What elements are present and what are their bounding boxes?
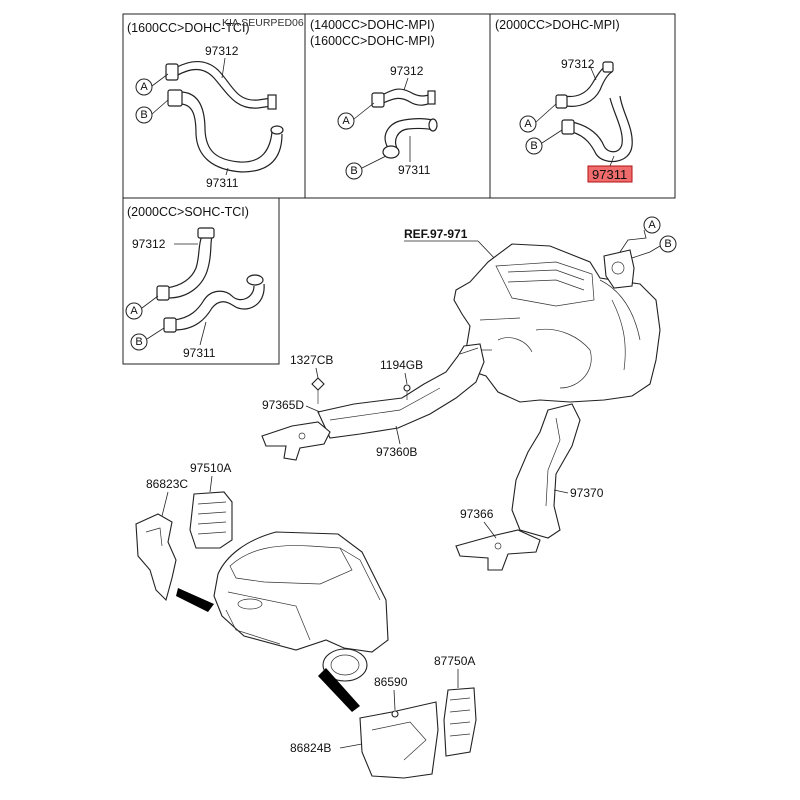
connector-a-icon <box>135 78 153 96</box>
connector-b-icon <box>345 162 363 180</box>
clamp-icon <box>156 285 170 301</box>
hose-end-icon <box>267 94 277 110</box>
connector-b-label: B <box>530 140 537 152</box>
connector-b-label: B <box>664 238 671 250</box>
rear-duct-left: 1327CB 1194GB 97365D 97360B <box>261 343 485 461</box>
part-number-label: 97311 <box>206 176 239 190</box>
connector-a-label: A <box>342 115 350 127</box>
hose-end-icon <box>246 274 264 286</box>
highlighted-part-number[interactable]: 97311 <box>592 167 627 182</box>
hose-end-icon <box>197 227 215 239</box>
part-number-label: 97311 <box>183 346 216 360</box>
part-number-label: 1327CB <box>290 353 333 367</box>
part-number-label: 86824B <box>290 741 331 755</box>
part-number-label: 97365D <box>262 398 304 412</box>
hose-end-icon <box>427 90 436 105</box>
hose-end-icon <box>602 61 614 73</box>
part-number-label: 97311 <box>398 163 431 177</box>
watermark: KIA SEURPED06 <box>222 17 304 29</box>
part-number-label: 97312 <box>561 57 595 71</box>
part-number-label: 97312 <box>132 237 166 251</box>
connector-a-label: A <box>140 81 148 93</box>
connector-b-icon <box>659 235 677 253</box>
variant-box-1600-tci: (1600CC>DOHC-TCI) A B 97312 97311 <box>122 13 306 199</box>
hose-end-icon <box>270 125 284 135</box>
box-title-line-2: (1600CC>DOHC-MPI) <box>310 34 435 48</box>
heater-unit-assembly: REF.97-971 A B <box>404 216 677 403</box>
connector-a-label: A <box>524 118 532 130</box>
connector-a-icon <box>519 115 537 133</box>
screw-icon <box>403 384 411 392</box>
variant-box-1400-1600-mpi: KIA SEURPED06 (1400CC>DOHC-MPI) (1600CC>… <box>222 13 491 199</box>
connector-b-label: B <box>140 109 147 121</box>
box-title-line-1: (1400CC>DOHC-MPI) <box>310 18 435 32</box>
clamp-icon <box>167 89 183 107</box>
connector-b-icon <box>135 106 153 124</box>
hose-end-icon <box>428 118 438 132</box>
box-title: (1600CC>DOHC-TCI) <box>127 21 250 35</box>
part-number-label: 87750A <box>434 654 475 668</box>
vent-grille-icon <box>189 491 233 549</box>
part-number-label: 97360B <box>376 445 417 459</box>
clamp-icon <box>371 92 385 108</box>
part-number-label: 97312 <box>205 44 239 58</box>
box-title: (2000CC>DOHC-MPI) <box>495 18 620 32</box>
part-number-label: 86590 <box>374 675 408 689</box>
ref-label[interactable]: REF.97-971 <box>404 227 468 241</box>
nut-icon <box>311 377 325 391</box>
part-number-label: 97312 <box>390 64 424 78</box>
connector-b-icon <box>130 333 148 351</box>
clamp-icon <box>163 317 177 333</box>
variant-box-2000-sohc-tci: (2000CC>SOHC-TCI) A B 97312 97311 <box>122 197 280 365</box>
clamp-icon <box>382 145 400 159</box>
variant-box-2000-mpi: (2000CC>DOHC-MPI) A B 97312 97311 <box>489 13 676 199</box>
vehicle-rear-illustration <box>176 531 389 712</box>
part-number-label: 97366 <box>460 507 494 521</box>
clamp-icon <box>555 94 568 109</box>
connector-b-label: B <box>350 165 357 177</box>
connector-a-icon <box>125 302 143 320</box>
connector-b-label: B <box>135 336 142 348</box>
side-trim-parts: 86823C 97510A 86590 87750A 86824B <box>135 461 477 779</box>
clip-icon <box>391 710 399 718</box>
connector-a-label: A <box>130 305 138 317</box>
part-number-label: 86823C <box>146 477 188 491</box>
box-title: (2000CC>SOHC-TCI) <box>127 205 249 219</box>
clamp-icon <box>165 63 179 81</box>
part-number-label: 97510A <box>190 461 231 475</box>
part-number-label: 97370 <box>570 486 604 500</box>
clamp-icon <box>561 119 575 135</box>
connector-b-icon <box>525 137 543 155</box>
rear-duct-right: 97370 97366 <box>455 403 604 571</box>
connector-a-icon <box>337 112 355 130</box>
part-number-label: 1194GB <box>380 358 423 372</box>
connector-a-icon <box>643 216 661 234</box>
connector-a-label: A <box>648 219 656 231</box>
